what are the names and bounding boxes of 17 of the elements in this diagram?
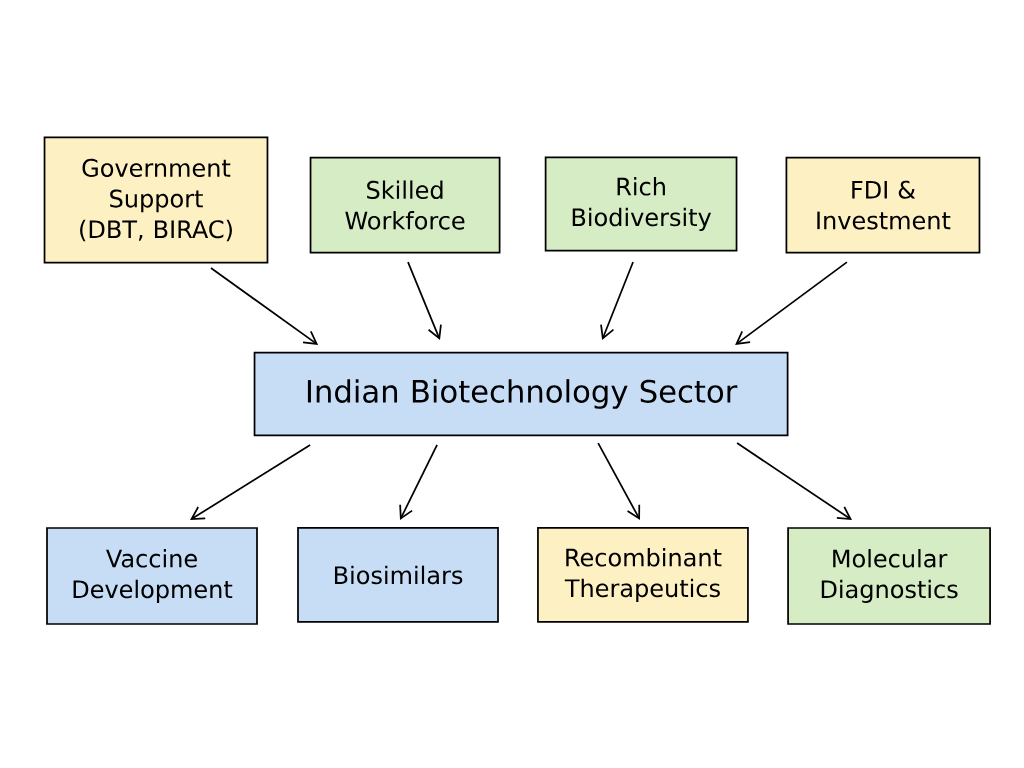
- process-box: FDI & Investment: [785, 156, 981, 254]
- arrow: [399, 444, 438, 520]
- arrow: [736, 442, 852, 520]
- process-box: Indian Biotechnology Sector: [253, 351, 789, 437]
- arrow: [600, 261, 634, 340]
- arrow: [407, 261, 442, 340]
- process-box: Biosimilars: [297, 527, 499, 623]
- arrow: [190, 444, 311, 520]
- process-box: Vaccine Development: [46, 527, 258, 625]
- arrow: [210, 267, 319, 345]
- arrow: [597, 442, 641, 520]
- process-box: Recombinant Therapeutics: [537, 527, 749, 623]
- process-box: Skilled Workforce: [309, 156, 501, 254]
- process-box: Rich Biodiversity: [544, 156, 738, 252]
- arrow: [735, 261, 848, 345]
- process-box: Molecular Diagnostics: [787, 527, 991, 625]
- process-box: Government Support (DBT, BIRAC): [43, 136, 269, 264]
